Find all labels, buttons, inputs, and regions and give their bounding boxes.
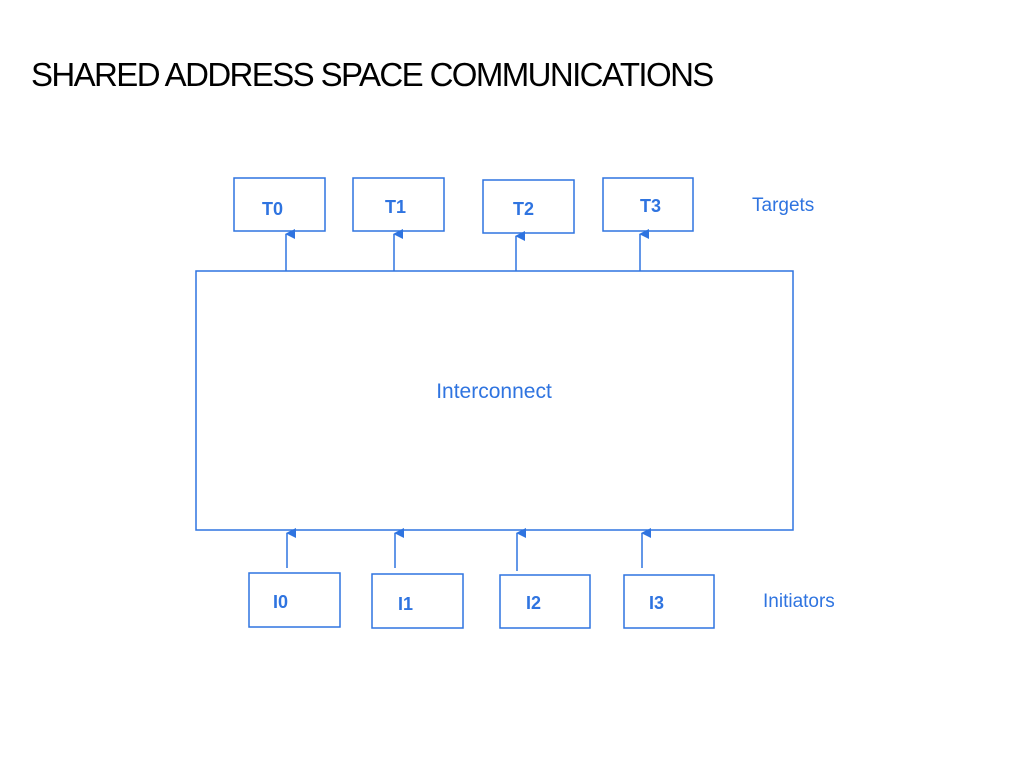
initiator-i0: I0 bbox=[248, 572, 341, 628]
initiator-box bbox=[371, 573, 464, 629]
interconnect-label: Interconnect bbox=[436, 380, 552, 403]
initiator-label: I2 bbox=[526, 593, 541, 613]
initiator-i1: I1 bbox=[371, 573, 464, 629]
target-label: T1 bbox=[385, 197, 406, 217]
initiator-i3: I3 bbox=[623, 574, 715, 629]
target-box bbox=[233, 177, 326, 232]
target-t2: T2 bbox=[482, 179, 575, 234]
initiator-label: I1 bbox=[398, 594, 413, 614]
initiator-label: I3 bbox=[649, 593, 664, 613]
target-t0: T0 bbox=[233, 177, 326, 232]
initiator-box bbox=[499, 574, 591, 629]
target-box bbox=[482, 179, 575, 234]
initiator-box bbox=[248, 572, 341, 628]
initiators-group-label: Initiators bbox=[763, 591, 835, 612]
interconnect-box bbox=[195, 270, 794, 531]
initiator-box bbox=[623, 574, 715, 629]
initiator-label: I0 bbox=[273, 592, 288, 612]
target-t3: T3 bbox=[602, 177, 694, 232]
targets-group-label: Targets bbox=[752, 195, 814, 216]
target-label: T2 bbox=[513, 199, 534, 219]
initiator-i2: I2 bbox=[499, 574, 591, 629]
interconnect: Interconnect bbox=[195, 270, 794, 531]
target-t1: T1 bbox=[352, 177, 445, 232]
slide-title: SHARED ADDRESS SPACE COMMUNICATIONS bbox=[31, 56, 714, 93]
target-label: T3 bbox=[640, 196, 661, 216]
target-label: T0 bbox=[262, 199, 283, 219]
